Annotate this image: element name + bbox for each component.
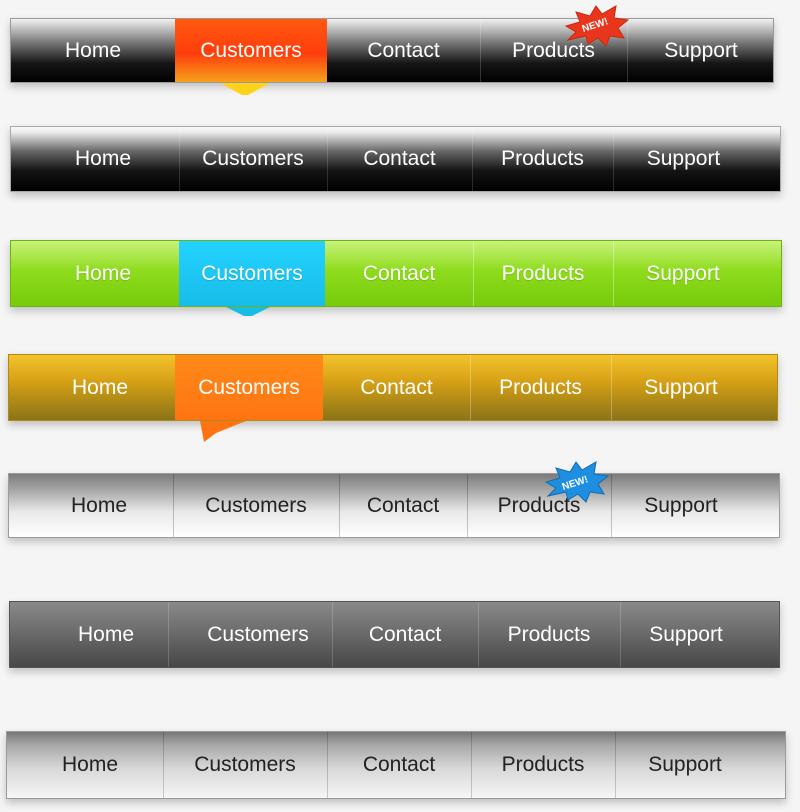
separator (179, 127, 180, 191)
separator (327, 732, 328, 798)
separator (613, 127, 614, 191)
nav-item-home[interactable]: Home (77, 622, 135, 646)
nav-item-support[interactable]: Support (664, 38, 738, 62)
nav-bar-black-glossy: Home Customers Contact Products Support (10, 18, 774, 83)
separator (480, 19, 481, 82)
nav-bar-green: Home Customers Contact Products Support (10, 240, 782, 307)
separator (613, 241, 614, 306)
starburst-icon: NEW! (564, 5, 630, 47)
nav-bar-black: Home Customers Contact Products Support (10, 126, 781, 192)
selected-pointer-arrow (226, 307, 270, 316)
separator (478, 602, 479, 667)
selected-tab-highlight (175, 355, 323, 420)
nav-item-products[interactable]: Products (499, 375, 582, 399)
separator (472, 127, 473, 191)
speech-bubble-tail (200, 421, 246, 442)
separator (327, 127, 328, 191)
nav-item-support[interactable]: Support (644, 493, 718, 517)
separator (473, 241, 474, 306)
nav-item-products[interactable]: Products (497, 493, 581, 517)
nav-bar-light-silver: Home Customers Contact Products Support (6, 731, 786, 799)
nav-item-support[interactable]: Support (644, 375, 718, 399)
nav-item-contact[interactable]: Contact (363, 147, 436, 170)
nav-item-support[interactable]: Support (648, 753, 722, 776)
new-badge-blue: NEW! (540, 458, 610, 504)
separator (467, 474, 468, 537)
nav-item-contact[interactable]: Contact (367, 38, 440, 62)
nav-item-products[interactable]: Products (507, 622, 591, 646)
separator (339, 474, 340, 537)
nav-bar-dark-gray: Home Customers Contact Products Support (9, 601, 780, 668)
separator (627, 19, 628, 82)
nav-item-support[interactable]: Support (646, 261, 720, 285)
nav-bar-gold: Home Customers Contact Products Support (8, 354, 778, 421)
nav-item-products[interactable]: Products (512, 38, 595, 62)
nav-item-customers[interactable]: Customers (205, 493, 307, 517)
nav-bar-silver: Home Customers Contact Products Support (8, 473, 780, 538)
separator (611, 474, 612, 537)
separator (471, 732, 472, 798)
separator (332, 602, 333, 667)
nav-item-products[interactable]: Products (501, 261, 585, 285)
separator (620, 602, 621, 667)
selected-tab-highlight (179, 241, 325, 306)
nav-item-home[interactable]: Home (64, 38, 122, 62)
nav-item-home[interactable]: Home (74, 147, 132, 170)
nav-item-products[interactable]: Products (501, 753, 585, 776)
nav-item-support[interactable]: Support (646, 147, 721, 170)
nav-item-home[interactable]: Home (61, 753, 119, 776)
nav-item-customers[interactable]: Customers (200, 38, 302, 62)
nav-item-home[interactable]: Home (71, 375, 129, 399)
nav-item-customers[interactable]: Customers (201, 261, 303, 285)
nav-item-customers[interactable]: Customers (207, 622, 309, 646)
separator (173, 474, 174, 537)
selected-pointer-arrow (220, 83, 270, 95)
selected-tab-highlight (175, 19, 327, 82)
nav-item-contact[interactable]: Contact (360, 375, 433, 399)
separator (611, 355, 612, 420)
nav-item-customers[interactable]: Customers (198, 375, 300, 399)
nav-item-contact[interactable]: Contact (362, 753, 436, 776)
nav-item-contact[interactable]: Contact (368, 622, 442, 646)
nav-item-home[interactable]: Home (70, 493, 128, 517)
nav-item-home[interactable]: Home (74, 261, 132, 285)
nav-item-customers[interactable]: Customers (202, 147, 304, 170)
nav-item-customers[interactable]: Customers (194, 753, 296, 776)
separator (615, 732, 616, 798)
nav-item-contact[interactable]: Contact (362, 261, 436, 285)
nav-item-support[interactable]: Support (649, 622, 723, 646)
starburst-icon: NEW! (544, 461, 610, 503)
separator (163, 732, 164, 798)
new-badge-red: NEW! (560, 2, 630, 48)
nav-item-contact[interactable]: Contact (366, 493, 440, 517)
separator (470, 355, 471, 420)
separator (168, 602, 169, 667)
nav-item-products[interactable]: Products (501, 147, 584, 170)
